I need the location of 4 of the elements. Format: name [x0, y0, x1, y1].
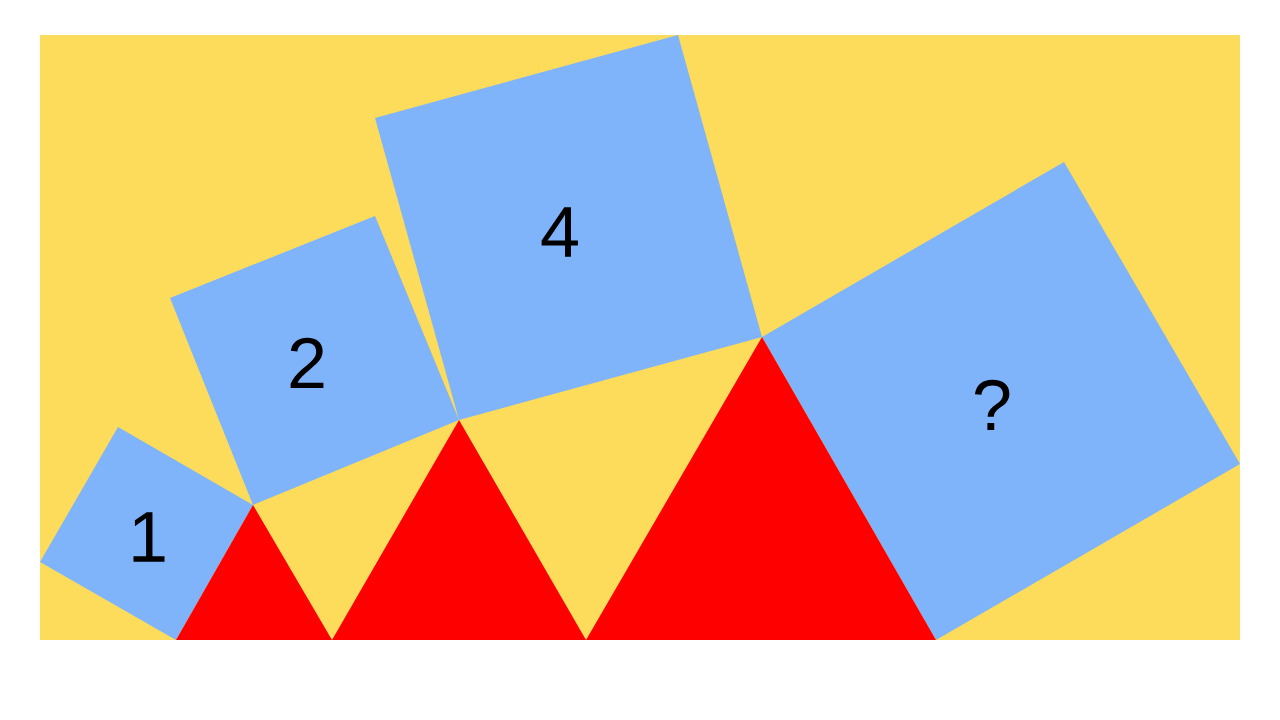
- node-label: 2: [290, 337, 324, 389]
- triangle: [176, 505, 332, 640]
- node-label: 4: [541, 207, 578, 257]
- triangle: [586, 337, 936, 640]
